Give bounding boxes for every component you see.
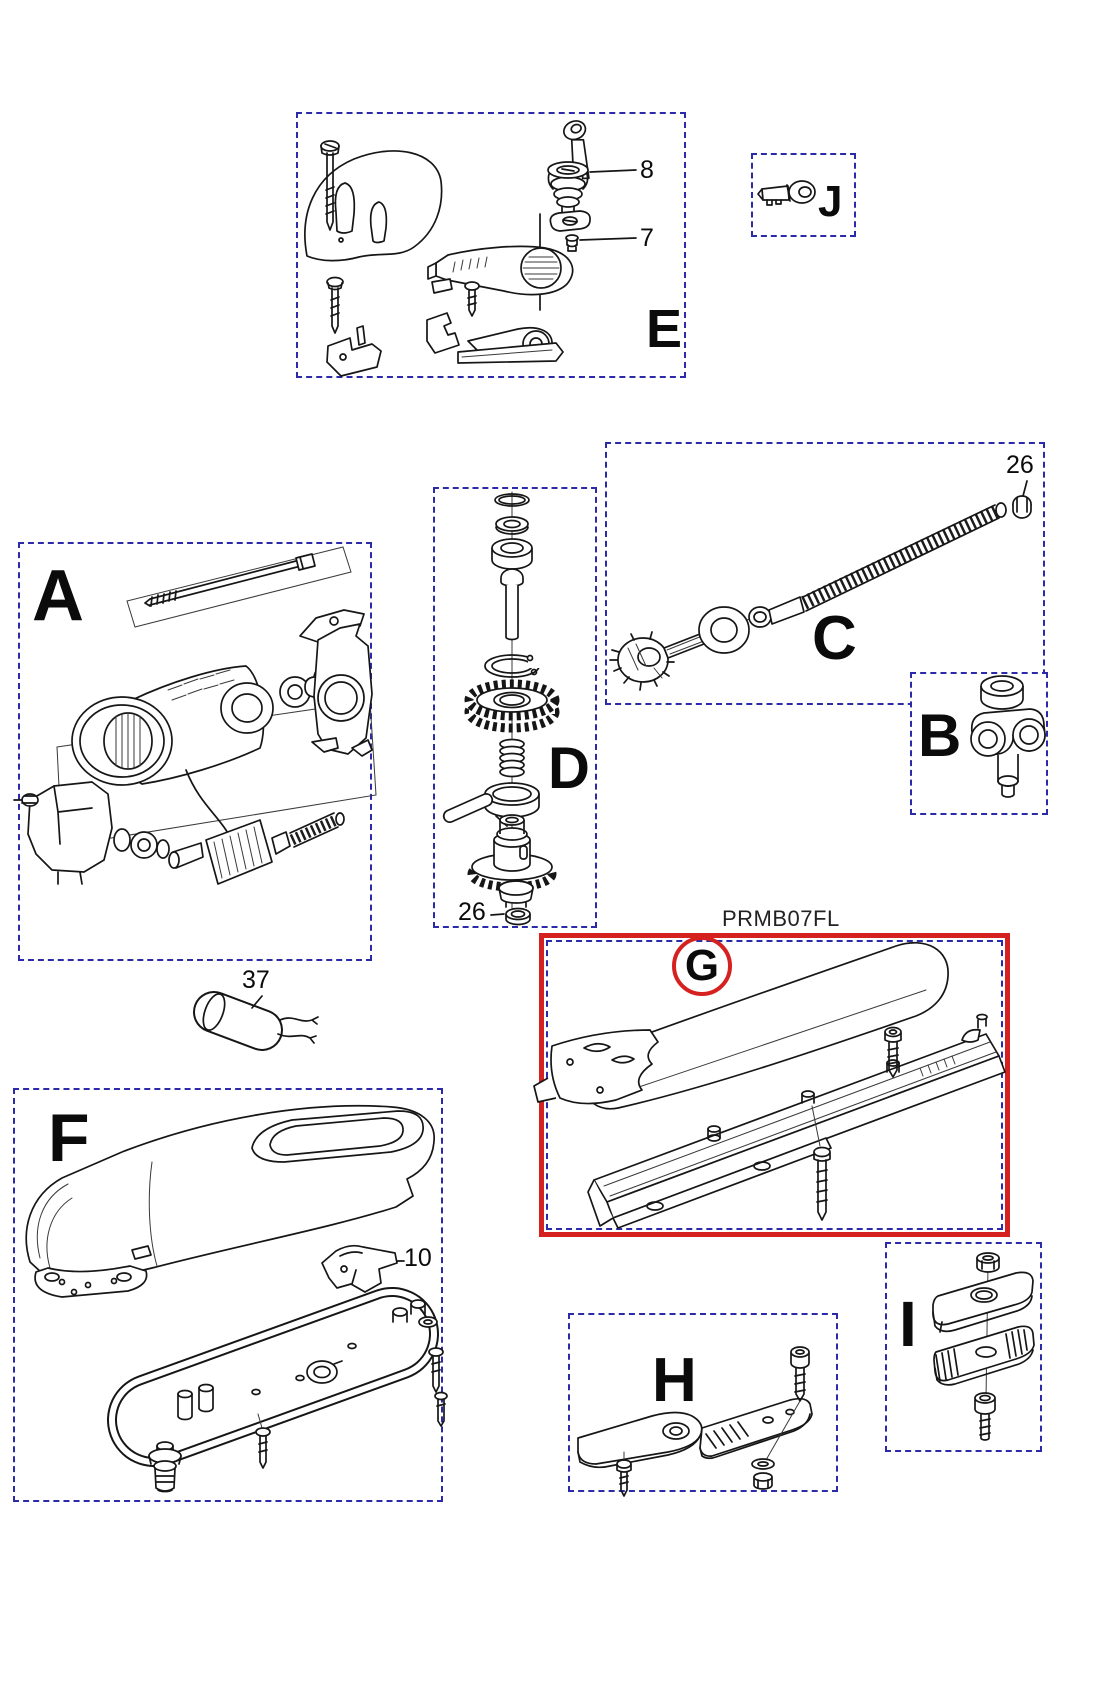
mount-bracket [326, 325, 382, 377]
callout-10: 10 [404, 1244, 432, 1272]
front-bracket [13, 781, 113, 885]
drive-gear [609, 631, 675, 691]
serrated-clamp-plate [933, 1325, 1035, 1386]
bearing-washers [113, 828, 170, 859]
section-label-j: J [818, 177, 843, 226]
drawing-section-b [970, 675, 1046, 798]
stop-nut [1012, 480, 1032, 519]
plate-screw [616, 1451, 632, 1497]
cover-cap [304, 150, 443, 262]
callout-26-ring: 26 [458, 898, 486, 926]
base-profile [587, 1013, 1006, 1229]
spacer-ring [748, 606, 772, 628]
section-box-f [13, 1088, 443, 1502]
motor-bracket [299, 609, 373, 757]
section-label-g: G [684, 941, 720, 990]
release-bracket [321, 1244, 405, 1293]
drawing-section-h [577, 1346, 813, 1497]
lock-cylinder [547, 161, 589, 213]
cup-bushing [498, 880, 534, 908]
housing-cover [25, 1104, 435, 1298]
drawing-section-j [757, 180, 816, 206]
spline-shaft [663, 633, 705, 659]
drawing-section-c [609, 480, 1032, 691]
pivot-pin [500, 568, 524, 641]
secondary-lever [457, 326, 564, 364]
bracket-screw [326, 276, 344, 334]
helical-gear [464, 679, 560, 733]
washer [751, 1458, 775, 1470]
lock-washer [549, 210, 591, 232]
nut [753, 1472, 773, 1490]
bearing [698, 606, 750, 654]
section-label-i: I [899, 1288, 917, 1360]
spring [499, 738, 525, 778]
housing-base [107, 1287, 439, 1467]
section-label-a: A [32, 556, 84, 636]
bearing [279, 676, 311, 708]
cover-screw [884, 1026, 902, 1078]
callout-8: 8 [640, 156, 654, 184]
mounting-plate [577, 1411, 703, 1469]
end-bracket [533, 1029, 659, 1105]
washer [495, 516, 529, 535]
highlight-circle: G [672, 936, 732, 996]
ring-nut [490, 907, 531, 926]
fixing-screw [320, 140, 340, 231]
callout-37: 37 [242, 966, 270, 994]
spare-key [757, 180, 816, 206]
circlip [484, 654, 544, 678]
bushing [980, 675, 1024, 710]
release-lever-arm [427, 213, 574, 311]
serrated-plate [699, 1397, 813, 1460]
section-box-h [568, 1313, 838, 1492]
drawing-section-d [442, 491, 560, 926]
section-label-e: E [646, 299, 683, 359]
drawing-section-a [13, 546, 377, 885]
section-box-i [885, 1242, 1042, 1452]
worm-drive-shaft [168, 812, 345, 885]
section-box-d [433, 487, 597, 928]
callout-26-shaft: 26 [1006, 451, 1034, 479]
section-label-b: B [918, 702, 962, 769]
drawing-section-i [932, 1252, 1035, 1441]
motor-bolt [144, 553, 316, 607]
hinge-bracket [426, 312, 460, 354]
worm-screw-shaft [768, 502, 1007, 625]
section-label-f: F [48, 1100, 90, 1176]
bearing-bushing [491, 538, 533, 570]
product-code-label: PRMB07FL [722, 906, 840, 931]
fork-joint [970, 708, 1046, 798]
drawing-section-g [533, 941, 1006, 1229]
o-ring [494, 493, 530, 507]
base-screws [255, 1347, 448, 1469]
callout-7: 7 [640, 224, 654, 252]
bevel-gear [467, 814, 557, 892]
foot-plug [148, 1441, 182, 1493]
clamp-nut [976, 1252, 1000, 1273]
section-box-c [605, 442, 1045, 705]
bolt [765, 1346, 810, 1461]
section-box-e [296, 112, 686, 378]
drawing-section-f [25, 1104, 448, 1493]
lock-screw [565, 234, 579, 252]
stator [71, 665, 274, 786]
section-label-h: H [652, 1346, 697, 1415]
section-label-d: D [548, 736, 590, 801]
lever-screw [464, 281, 480, 317]
base-screw [811, 1105, 831, 1221]
capacitor [193, 991, 319, 1051]
callout-leader-lines [579, 169, 637, 241]
drawing-section-e [304, 120, 637, 377]
clamp-plate [932, 1271, 1034, 1333]
clamp-bolt [974, 1392, 996, 1441]
section-box-j [751, 153, 856, 237]
section-label-c: C [812, 604, 857, 673]
